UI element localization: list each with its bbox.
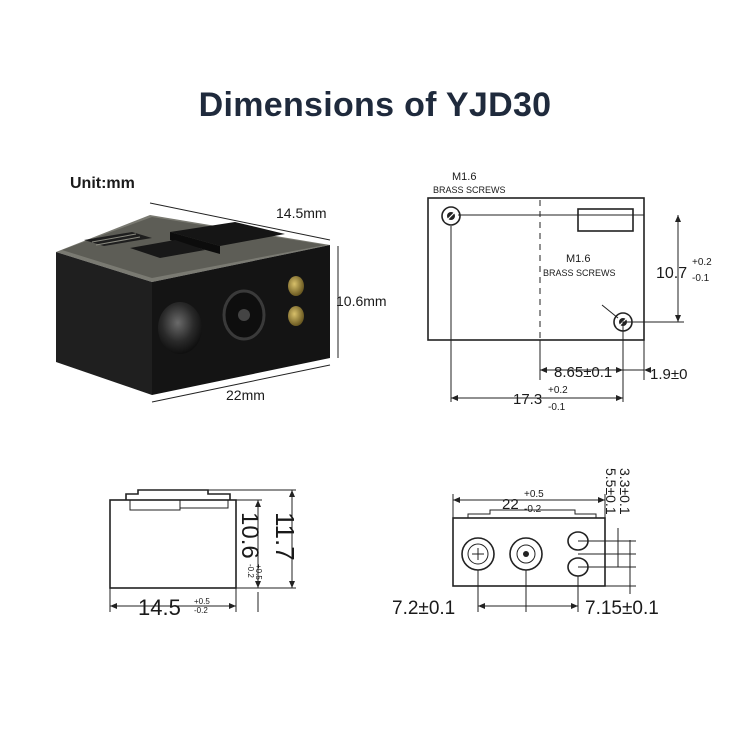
height-arrow-bottom (675, 315, 681, 322)
side-face (56, 252, 152, 395)
side-view-chip-2 (179, 499, 229, 509)
side-depth-tol-plus: +0.5 (194, 597, 210, 606)
front-lens-center-core (523, 551, 529, 557)
screw-top-left-slot (444, 209, 458, 223)
side-view-body (109, 499, 237, 589)
side-body-height-tol-plus: +0.5 (254, 564, 263, 580)
photo-width-label: 22mm (226, 387, 265, 403)
front-width-tol-minus: -0.2 (524, 504, 542, 515)
screw-label-top-line1: M1.6 (452, 171, 476, 183)
total-height-arrow-top (289, 490, 295, 497)
side-body-height-main: 10.6 (236, 512, 263, 559)
side-total-height: 11.7 (270, 512, 300, 561)
top-length-tol-plus: +0.2 (548, 385, 568, 396)
offset-arrow-left (540, 367, 547, 373)
top-length-tol-minus: -0.1 (548, 402, 566, 413)
side-body-height-tol-minus: -0.2 (246, 564, 255, 578)
front-width-main: 22 (502, 496, 519, 513)
photo-depth-label: 14.5mm (276, 205, 327, 221)
lens-center-core (238, 309, 250, 321)
front-spacing-b: 3.3±0.1 (617, 468, 633, 515)
body-height-arrow-bottom (255, 581, 261, 588)
unit-label: Unit:mm (70, 175, 135, 192)
screw-label-mid-line1: M1.6 (566, 253, 590, 265)
front-view-pcb (467, 509, 597, 518)
height-arrow-top (675, 215, 681, 222)
top-offset-label: 8.65±0.1 (554, 364, 612, 381)
front-width-arrow-right (598, 497, 605, 503)
front-right-offset: 7.15±0.1 (585, 598, 659, 619)
photo-height-label: 10.6mm (336, 293, 387, 309)
top-length-main: 17.3 (513, 391, 542, 408)
connector-block (84, 232, 152, 246)
length-arrow-left (451, 395, 458, 401)
top-edge-label: 1.9±0 (650, 366, 687, 383)
side-depth-arrow-left (110, 603, 117, 609)
front-view-body (452, 517, 606, 587)
screw-leader (601, 304, 619, 319)
chip-large (170, 222, 285, 246)
top-view-outline (427, 197, 645, 341)
connector-outline (577, 208, 634, 232)
total-height-arrow-bottom (289, 581, 295, 588)
front-width-tol-plus: +0.5 (524, 489, 544, 500)
front-lens-left-inner (467, 543, 489, 565)
chip-small (130, 240, 205, 258)
led-bottom (288, 306, 304, 326)
front-lens-center-inner (516, 544, 536, 564)
side-depth-main: 14.5 (138, 595, 181, 620)
length-arrow-right (616, 395, 623, 401)
product-illustration (56, 202, 339, 403)
led-top (288, 276, 304, 296)
right-offset-arrow (571, 603, 578, 609)
body-height-arrow-top (255, 500, 261, 507)
top-height-tol-plus: +0.2 (692, 257, 712, 268)
left-offset-arrow (478, 603, 485, 609)
side-view-chip (129, 499, 181, 511)
front-spacing-a: 5.5±0.1 (603, 468, 619, 515)
front-view-drawing (452, 494, 636, 612)
depth-guide-line (149, 202, 331, 241)
side-view-pcb (125, 489, 231, 500)
top-view-drawing (427, 197, 684, 402)
side-view-drawing (109, 489, 296, 612)
top-height-tol-minus: -0.1 (692, 273, 710, 284)
chip-large-side (170, 232, 220, 254)
front-left-offset: 7.2±0.1 (392, 598, 455, 619)
front-width-arrow-left (453, 497, 460, 503)
lens-left (158, 302, 202, 354)
top-height-main: 10.7 (656, 265, 687, 282)
width-guide-line (151, 364, 331, 403)
offset-arrow-right (616, 367, 623, 373)
side-depth-arrow-right (229, 603, 236, 609)
edge-arrow (644, 367, 651, 373)
screw-top-left (441, 206, 461, 226)
page-title: Dimensions of YJD30 (198, 86, 552, 124)
screw-label-mid-line2: BRASS SCREWS (543, 268, 616, 278)
side-depth-tol-minus: -0.2 (194, 606, 208, 615)
screw-label-top-line2: BRASS SCREWS (433, 185, 506, 195)
